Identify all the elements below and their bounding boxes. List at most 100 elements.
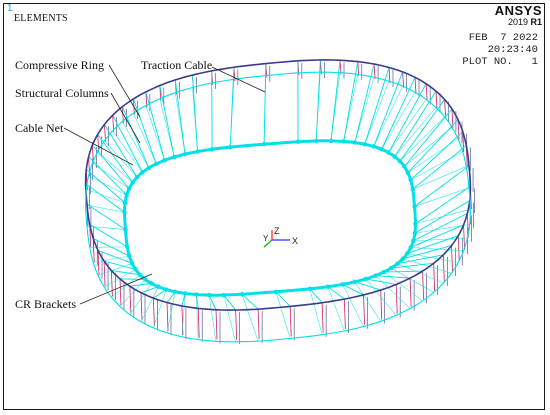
- traction-cable: [112, 114, 143, 173]
- structural-column: [289, 306, 292, 337]
- lower-cable: [97, 263, 133, 276]
- lower-cable: [166, 291, 176, 333]
- compressive-ring: [84, 59, 472, 311]
- traction-cable: [410, 224, 464, 248]
- triad-x-label: X: [292, 236, 298, 246]
- structural-column: [129, 286, 132, 314]
- lower-cable: [174, 92, 186, 155]
- traction-cable: [342, 284, 364, 296]
- lower-cable: [388, 99, 427, 153]
- plot-date: FEB 7 2022: [468, 32, 538, 44]
- traction-cable: [407, 119, 459, 173]
- traction-cable: [241, 293, 259, 310]
- traction-cable: [375, 275, 411, 279]
- structural-column: [409, 278, 412, 307]
- lower-cable: [88, 175, 127, 196]
- inner-ring-node: [149, 281, 154, 286]
- inner-ring-node: [154, 161, 159, 167]
- inner-ring-node: [400, 256, 406, 261]
- lower-cable: [275, 291, 291, 339]
- traction-cable: [403, 108, 453, 167]
- inner-ring-node: [125, 244, 130, 250]
- traction-cable: [103, 260, 136, 270]
- inner-ring-node: [408, 177, 413, 183]
- lower-cable: [263, 75, 267, 145]
- traction-cable: [86, 203, 126, 230]
- lower-cable: [122, 121, 150, 169]
- structural-column: [451, 245, 453, 273]
- structural-column: [402, 71, 405, 88]
- lower-cable: [241, 294, 259, 342]
- structural-column: [103, 261, 106, 287]
- lower-cable: [342, 284, 364, 327]
- inner-ring-node: [162, 158, 167, 163]
- inner-ring-node: [122, 200, 128, 206]
- traction-cable: [354, 281, 381, 291]
- lower-cable: [354, 281, 381, 322]
- lower-cable: [223, 294, 236, 342]
- structural-column: [110, 270, 113, 297]
- traction-cable: [97, 249, 133, 264]
- lower-cable: [375, 275, 411, 309]
- lower-cable: [85, 204, 125, 213]
- leader-compressive-ring: [108, 64, 141, 118]
- traction-cable: [364, 67, 390, 145]
- lower-cable: [407, 253, 459, 263]
- traction-cable: [414, 165, 470, 207]
- inner-ring-node: [195, 149, 200, 154]
- traction-cable: [412, 145, 467, 190]
- inner-ring-node: [228, 144, 233, 150]
- traction-cable: [89, 224, 128, 248]
- inner-ring-node: [172, 154, 177, 160]
- lower-cable: [86, 225, 126, 230]
- lower-cable: [92, 162, 130, 189]
- lower-cable: [412, 166, 467, 190]
- structural-column: [463, 224, 465, 251]
- lower-cable: [97, 151, 133, 183]
- structural-column: [363, 294, 365, 325]
- lower-cable: [394, 107, 437, 157]
- inner-ring-node: [408, 245, 414, 250]
- structural-column: [425, 83, 428, 101]
- traction-cable: [85, 183, 125, 213]
- inner-ring-node: [130, 180, 135, 185]
- inner-ring-node: [124, 193, 129, 198]
- traction-cable: [140, 286, 159, 294]
- inner-ring-node: [122, 210, 127, 215]
- traction-cable: [343, 61, 359, 142]
- inner-ring-node: [133, 267, 138, 272]
- inner-ring-node: [412, 204, 417, 209]
- traction-cable: [394, 90, 437, 157]
- plot-number: PLOT NO. 1: [462, 56, 538, 68]
- lower-cable: [112, 130, 143, 173]
- inner-ring-node: [123, 227, 128, 232]
- inner-ring-node: [413, 221, 418, 226]
- lower-cable: [181, 293, 186, 337]
- lower-cable: [315, 72, 321, 141]
- traction-cable: [413, 212, 468, 242]
- lower-cable: [104, 140, 138, 178]
- structural-column: [257, 309, 260, 340]
- lower-cable: [410, 151, 463, 181]
- inner-ring-node: [146, 165, 152, 171]
- inner-ring-node: [221, 292, 226, 298]
- structural-column: [388, 67, 391, 83]
- lower-cable: [208, 295, 217, 342]
- structural-column: [457, 235, 460, 262]
- structural-column: [380, 290, 383, 320]
- traction-cable: [399, 99, 445, 162]
- inner-ring-node: [395, 261, 400, 266]
- structural-column: [119, 278, 122, 306]
- structural-column: [215, 309, 218, 340]
- traction-cable: [111, 270, 141, 276]
- inner-ring-node: [307, 286, 312, 292]
- lower-cable: [354, 77, 375, 143]
- inner-ring-node: [402, 164, 407, 169]
- leader-lines: [63, 64, 266, 305]
- version-suffix: R1: [530, 17, 542, 27]
- triad-z-label: Z: [274, 226, 280, 236]
- lower-cable: [381, 92, 416, 150]
- traction-cable: [383, 270, 423, 273]
